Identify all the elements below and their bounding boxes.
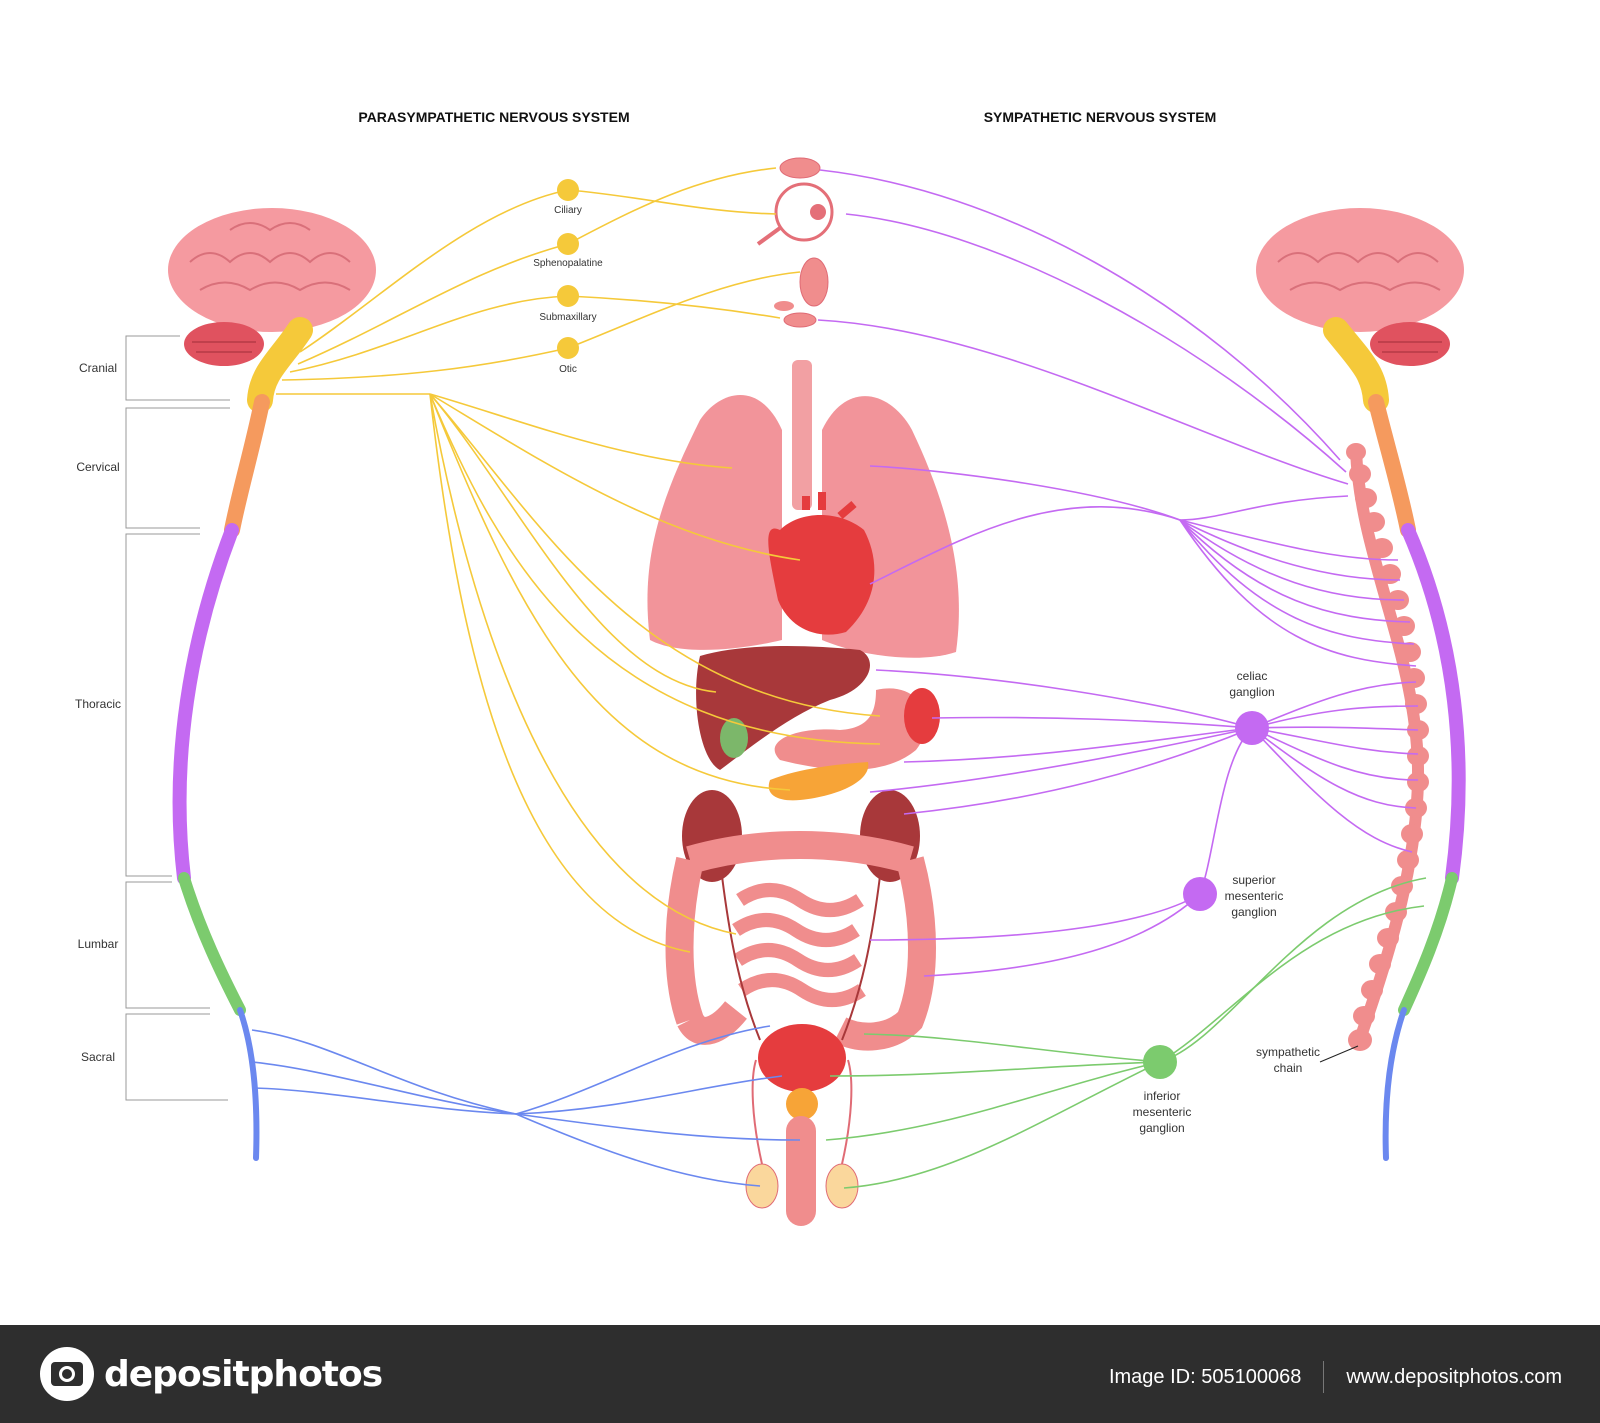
sympathetic-chain-label-line2: chain xyxy=(1274,1061,1303,1075)
inferior-mesenteric-label-line1: inferior xyxy=(1144,1089,1181,1103)
parasympathetic-sacral-nerves xyxy=(251,1025,801,1187)
footer-divider xyxy=(1323,1361,1325,1393)
parasympathetic-cranial-nerves xyxy=(276,167,881,953)
submaxillary-ganglion xyxy=(557,285,579,307)
left-lung xyxy=(647,395,782,650)
prostate xyxy=(786,1088,818,1120)
parasympathetic-title: PARASYMPATHETIC NERVOUS SYSTEM xyxy=(358,109,629,125)
sublingual-gland xyxy=(783,312,817,328)
footer-info: Image ID: 505100068 www.depositphotos.co… xyxy=(1109,1361,1562,1393)
otic-ganglion xyxy=(557,337,579,359)
footer-bar: depositphotos Image ID: 505100068 www.de… xyxy=(0,1325,1600,1423)
sympathetic-cranial-nerves xyxy=(817,169,1417,667)
image-id: Image ID: 505100068 xyxy=(1108,1365,1302,1388)
stomach xyxy=(774,688,927,770)
celiac-label-line1: celiac xyxy=(1237,669,1268,683)
inferior-mesenteric-ganglion xyxy=(1143,1045,1177,1079)
gallbladder xyxy=(720,718,748,758)
segment-label-sacral: Sacral xyxy=(81,1050,115,1064)
segment-label-cranial: Cranial xyxy=(79,361,117,375)
ciliary-label: Ciliary xyxy=(554,205,582,216)
eye xyxy=(756,182,834,246)
organs xyxy=(647,157,959,1226)
inferior-mesenteric-label-line2: mesenteric xyxy=(1133,1105,1192,1119)
inferior-mesenteric-label-line3: ganglion xyxy=(1139,1121,1184,1135)
sympathetic-chain-label-line1: sympathetic xyxy=(1256,1045,1320,1059)
sympathetic-chain-pointer xyxy=(1319,1045,1359,1063)
superior-mesenteric-ganglion xyxy=(1183,877,1217,911)
right-brain xyxy=(1256,208,1464,366)
trachea xyxy=(792,360,812,510)
sympathetic-pelvic-nerves xyxy=(825,877,1427,1189)
sphenopalatine-ganglion xyxy=(557,233,579,255)
sphenopalatine-label: Sphenopalatine xyxy=(533,258,603,269)
celiac-ganglion xyxy=(1235,711,1269,745)
segment-label-lumbar: Lumbar xyxy=(78,937,119,951)
spleen xyxy=(904,688,940,744)
left-spinal-cord xyxy=(172,317,313,1161)
sympathetic-abdominal-nerves xyxy=(869,669,1419,977)
segment-label-thoracic: Thoracic xyxy=(75,697,121,711)
pancreas xyxy=(768,762,869,801)
left-brain xyxy=(168,208,376,366)
brand-logo[interactable]: depositphotos xyxy=(40,1347,383,1401)
penis xyxy=(786,1116,816,1226)
ciliary-ganglion xyxy=(557,179,579,201)
bladder xyxy=(758,1024,846,1092)
superior-mesenteric-label-line3: ganglion xyxy=(1231,905,1276,919)
sympathetic-title: SYMPATHETIC NERVOUS SYSTEM xyxy=(984,109,1217,125)
small-intestine xyxy=(732,883,866,1007)
right-testis xyxy=(825,1163,859,1209)
segment-label-cervical: Cervical xyxy=(76,460,119,474)
otic-label: Otic xyxy=(559,364,577,375)
site-link[interactable]: www.depositphotos.com xyxy=(1346,1365,1562,1388)
parotid-gland xyxy=(799,257,829,307)
submandibular-gland xyxy=(774,301,794,311)
superior-mesenteric-label-line1: superior xyxy=(1232,873,1275,887)
celiac-label-line2: ganglion xyxy=(1229,685,1274,699)
right-spinal-cord xyxy=(1323,317,1466,1161)
superior-mesenteric-label-line2: mesenteric xyxy=(1225,889,1284,903)
parasympathetic-ganglia xyxy=(557,179,579,359)
diagram-canvas: PARASYMPATHETIC NERVOUS SYSTEM SYMPATHET… xyxy=(75,109,1466,1226)
camera-icon xyxy=(40,1347,94,1401)
heart xyxy=(768,515,875,635)
brand-name: depositphotos xyxy=(104,1353,383,1395)
segment-brackets xyxy=(125,335,230,1101)
large-intestine xyxy=(665,831,936,1051)
lacrimal-gland xyxy=(779,157,821,179)
submaxillary-label: Submaxillary xyxy=(539,312,596,323)
nervous-system-diagram: PARASYMPATHETIC NERVOUS SYSTEM SYMPATHET… xyxy=(75,109,1466,1226)
